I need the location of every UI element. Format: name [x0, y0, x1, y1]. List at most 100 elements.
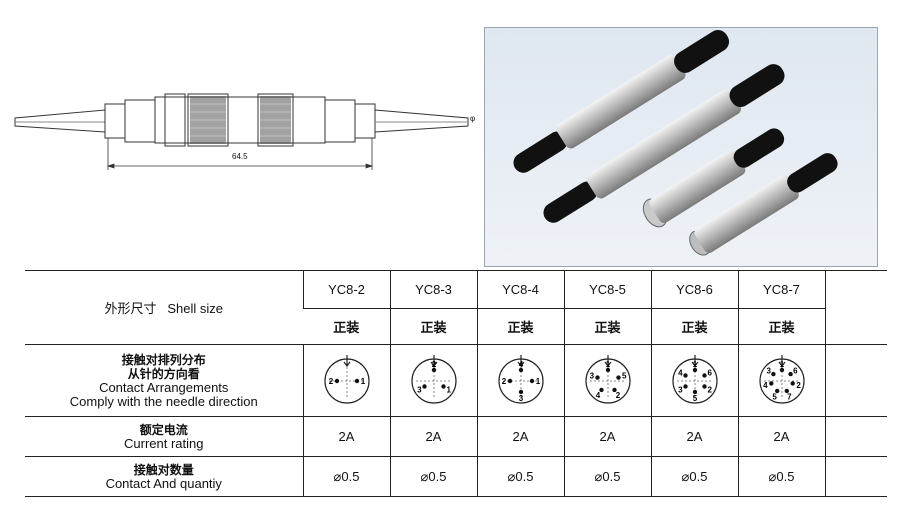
model-yc8-3: YC8-3: [389, 270, 477, 309]
contact-pin-label: 5: [621, 371, 626, 380]
contact-pin: [611, 387, 617, 392]
contact-arrangement-icon: 1 5 2 4 3: [584, 354, 631, 404]
contact-pin-label: 6: [707, 368, 712, 377]
contact-pin: [701, 372, 707, 378]
contact-pin: [440, 383, 446, 389]
contact-pin-label: 3: [589, 371, 594, 380]
contact-pin-label: 1: [535, 377, 540, 386]
contact-pin: [692, 389, 697, 394]
contact-pin: [779, 367, 784, 372]
contact-pin: [682, 383, 688, 389]
contact-pin: [605, 367, 610, 372]
pin-diagram: 2 1 3: [389, 344, 477, 417]
contact-pin: [682, 372, 688, 378]
contact-pin: [507, 378, 512, 383]
contact-pin-label: 5: [772, 392, 777, 401]
contact-pin: [518, 367, 523, 372]
model-yc8-6: YC8-6: [650, 270, 738, 309]
current-value: 2A: [650, 416, 738, 457]
contact-pin: [768, 380, 773, 386]
contact-pin-label: 1: [779, 360, 784, 369]
contact-pin-label: 3: [678, 385, 683, 394]
contact-pin: [787, 371, 793, 376]
mount-label: 正装: [563, 308, 651, 345]
contact-pin: [421, 383, 427, 389]
contact-pin-label: 4: [763, 380, 768, 389]
contact-pin: [431, 367, 436, 372]
empty-cell: [824, 270, 887, 345]
contact-pin: [529, 378, 534, 383]
empty-cell: [824, 416, 887, 457]
spec-table: 外形尺寸 Shell size YC8-2 YC8-3 YC8-4 YC8-5 …: [25, 270, 887, 497]
contact-pin: [598, 387, 604, 392]
contact-pin-label: 2: [615, 390, 620, 399]
connector-drawing: 64.5 φ: [10, 80, 480, 190]
contact-pin-label: 7: [787, 392, 792, 401]
arrangement-header: 接触对排列分布 从针的方向看 Contact Arrangements Comp…: [25, 344, 303, 417]
contact-pin: [334, 378, 339, 383]
contact-pin: [594, 374, 600, 380]
product-photo: [484, 27, 878, 267]
contact-pin: [774, 388, 779, 393]
contact-pin: [770, 371, 776, 376]
quantity-value: ⌀0.5: [563, 456, 651, 497]
contact-arrangement-icon: 4 1 3 2: [497, 354, 544, 404]
quantity-value: ⌀0.5: [302, 456, 390, 497]
contact-pin-label: 1: [446, 385, 451, 394]
contact-pin: [701, 383, 707, 389]
pin-diagram: 4 1 3 2: [476, 344, 564, 417]
contact-pin-label: 4: [595, 390, 600, 399]
quantity-value: ⌀0.5: [476, 456, 564, 497]
dimension-label: 64.5: [232, 152, 248, 161]
contact-pin-label: 1: [605, 360, 610, 369]
contact-pin-label: 2: [707, 385, 712, 394]
model-yc8-4: YC8-4: [476, 270, 564, 309]
contact-pin-label: 6: [793, 366, 798, 375]
contact-arrangement-icon: 2 1 3: [410, 354, 457, 404]
contact-pin-label: 4: [518, 360, 523, 369]
contact-pin-label: 3: [518, 394, 523, 403]
current-header: 额定电流 Current rating: [25, 416, 303, 457]
model-yc8-2: YC8-2: [302, 270, 390, 309]
quantity-header: 接触对数量 Contact And quantiy: [25, 456, 303, 497]
mount-label: 正装: [650, 308, 738, 345]
contact-pin-label: 1: [692, 360, 697, 369]
contact-pin-label: 2: [501, 377, 506, 386]
current-value: 2A: [563, 416, 651, 457]
contact-pin: [692, 367, 697, 372]
model-yc8-5: YC8-5: [563, 270, 651, 309]
contact-pin-label: 2: [328, 377, 333, 386]
contact-pin: [784, 388, 789, 393]
current-value: 2A: [737, 416, 825, 457]
contact-pin: [790, 380, 795, 386]
model-yc8-7: YC8-7: [737, 270, 825, 309]
quantity-value: ⌀0.5: [650, 456, 738, 497]
empty-cell: [824, 456, 887, 497]
current-value: 2A: [476, 416, 564, 457]
contact-pin-label: 2: [796, 380, 801, 389]
quantity-value: ⌀0.5: [389, 456, 477, 497]
mount-label: 正装: [303, 308, 390, 345]
mount-label: 正装: [737, 308, 825, 345]
current-value: 2A: [302, 416, 390, 457]
mount-label: 正装: [476, 308, 564, 345]
empty-cell: [824, 344, 887, 417]
pin-diagram: 1 5 2 4 3: [563, 344, 651, 417]
contact-pin: [518, 389, 523, 394]
contact-pin-label: 4: [678, 368, 683, 377]
contact-pin-label: 1: [360, 377, 365, 386]
contact-pin-label: 2: [431, 360, 436, 369]
contact-arrangement-icon: 16 27 54 3: [758, 354, 805, 404]
contact-pin-label: 3: [766, 366, 771, 375]
contact-pin: [354, 378, 359, 383]
quantity-value: ⌀0.5: [737, 456, 825, 497]
mount-label: 正装: [389, 308, 477, 345]
contact-pin-label: 5: [692, 394, 697, 403]
contact-pin-label: 3: [417, 385, 422, 394]
current-value: 2A: [389, 416, 477, 457]
shell-size-header: 外形尺寸 Shell size: [25, 270, 303, 345]
